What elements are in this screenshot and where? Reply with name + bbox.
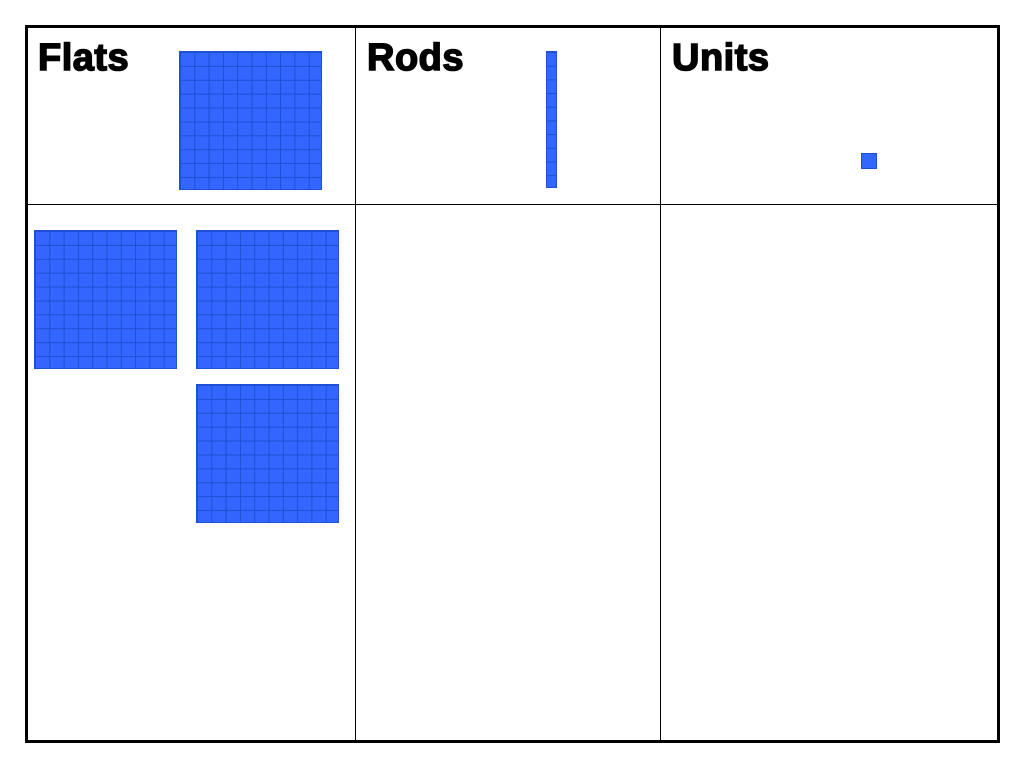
flats-heading: Flats bbox=[37, 37, 130, 79]
rods-heading: Rods bbox=[366, 37, 464, 79]
column-divider-flats-rods bbox=[355, 28, 356, 740]
place-value-board: Flats Rods Units bbox=[25, 25, 1000, 743]
flat-block[interactable] bbox=[34, 230, 177, 369]
flat-legend-block bbox=[179, 51, 322, 190]
column-divider-rods-units bbox=[660, 28, 661, 740]
flat-block[interactable] bbox=[196, 230, 339, 369]
header-row-divider bbox=[28, 204, 997, 205]
rod-legend-block bbox=[546, 51, 557, 188]
units-heading: Units bbox=[671, 37, 770, 79]
flat-block[interactable] bbox=[196, 384, 339, 523]
unit-legend-block bbox=[861, 153, 877, 169]
